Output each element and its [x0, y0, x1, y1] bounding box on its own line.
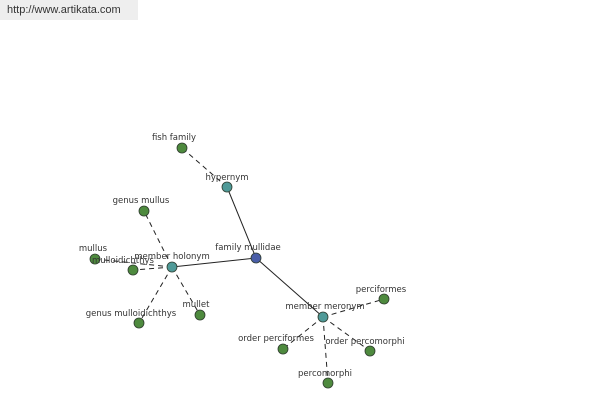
relation-node-member-meronym[interactable]: member meronym: [285, 302, 365, 323]
relation-node-member-holonym-label: member holonym: [134, 252, 209, 262]
edge-member-holonym-to-mullet: [171, 266, 201, 316]
leaf-node-perciformes-label: perciformes: [356, 285, 407, 295]
relation-node-member-holonym-circle[interactable]: [166, 261, 178, 273]
leaf-node-fish-family[interactable]: fish family: [152, 133, 196, 154]
edge-member-meronym-to-perciformes: [322, 298, 385, 318]
relation-node-hypernym-circle[interactable]: [221, 181, 233, 193]
graph-edges: [94, 147, 385, 384]
leaf-node-mulloidichthys-label: mulloidichthys: [92, 256, 155, 266]
leaf-node-order-perciformes-circle[interactable]: [277, 343, 289, 355]
central-node-family-mullidae-circle[interactable]: [250, 252, 262, 264]
leaf-node-perciformes[interactable]: perciformes: [356, 285, 407, 305]
leaf-node-mullet[interactable]: mullet: [183, 300, 211, 321]
edge-member-meronym-to-percomorphi: [322, 316, 329, 384]
relation-node-member-holonym[interactable]: member holonym: [134, 252, 210, 273]
leaf-node-mullet-circle[interactable]: [194, 309, 206, 321]
relation-node-member-meronym-label: member meronym: [285, 302, 364, 312]
leaf-node-fish-family-circle[interactable]: [176, 142, 188, 154]
leaf-node-percomorphi[interactable]: percomorphi: [298, 369, 352, 389]
edge-member-meronym-to-order-percomorphi: [322, 316, 371, 352]
central-node-family-mullidae[interactable]: family mullidae: [215, 243, 281, 264]
leaf-node-genus-mullus-circle[interactable]: [138, 205, 150, 217]
leaf-node-genus-mullus[interactable]: genus mullus: [113, 196, 170, 217]
edge-family-mullidae-to-member-meronym: [255, 257, 324, 318]
leaf-node-perciformes-circle[interactable]: [378, 293, 390, 305]
leaf-node-order-percomorphi[interactable]: order percomorphi: [325, 337, 405, 357]
edge-member-holonym-to-mullus: [94, 258, 173, 268]
leaf-node-genus-mulloidichthys-label: genus mulloidichthys: [86, 309, 177, 319]
leaf-node-mulloidichthys[interactable]: mulloidichthys: [92, 256, 155, 276]
leaf-node-percomorphi-label: percomorphi: [298, 369, 352, 379]
relation-node-hypernym-label: hypernym: [205, 173, 248, 183]
edge-hypernym-to-fish-family: [181, 147, 228, 188]
leaf-node-mullus[interactable]: mullus: [79, 244, 108, 265]
leaf-node-genus-mulloidichthys[interactable]: genus mulloidichthys: [86, 309, 177, 329]
leaf-node-mullus-circle[interactable]: [89, 253, 101, 265]
edge-member-holonym-to-mulloidichthys: [132, 266, 173, 271]
edge-family-mullidae-to-hypernym: [226, 186, 257, 259]
leaf-node-percomorphi-circle[interactable]: [322, 377, 334, 389]
leaf-node-order-perciformes-label: order perciformes: [238, 334, 314, 344]
leaf-node-order-perciformes[interactable]: order perciformes: [238, 334, 314, 355]
central-node-family-mullidae-label: family mullidae: [215, 243, 281, 253]
leaf-node-genus-mulloidichthys-circle[interactable]: [133, 317, 145, 329]
edge-family-mullidae-to-member-holonym: [171, 257, 257, 268]
leaf-node-order-percomorphi-circle[interactable]: [364, 345, 376, 357]
graph-nodes: fish family genus mullus mullus mulloidicht…: [79, 133, 407, 389]
leaf-node-order-percomorphi-label: order percomorphi: [325, 337, 404, 347]
relation-node-hypernym[interactable]: hypernym: [205, 173, 249, 193]
source-url-link[interactable]: http://www.artikata.com: [0, 0, 138, 20]
edge-member-meronym-to-order-perciformes: [282, 316, 324, 350]
leaf-node-genus-mullus-label: genus mullus: [113, 196, 170, 206]
relation-node-member-meronym-circle[interactable]: [317, 311, 329, 323]
leaf-node-mullet-label: mullet: [183, 300, 211, 310]
leaf-node-fish-family-label: fish family: [152, 133, 196, 143]
leaf-node-mullus-label: mullus: [79, 244, 108, 254]
edge-member-holonym-to-genus-mullus: [143, 210, 173, 268]
edge-member-holonym-to-genus-mulloidichthys: [138, 266, 173, 324]
leaf-node-mulloidichthys-circle[interactable]: [127, 264, 139, 276]
